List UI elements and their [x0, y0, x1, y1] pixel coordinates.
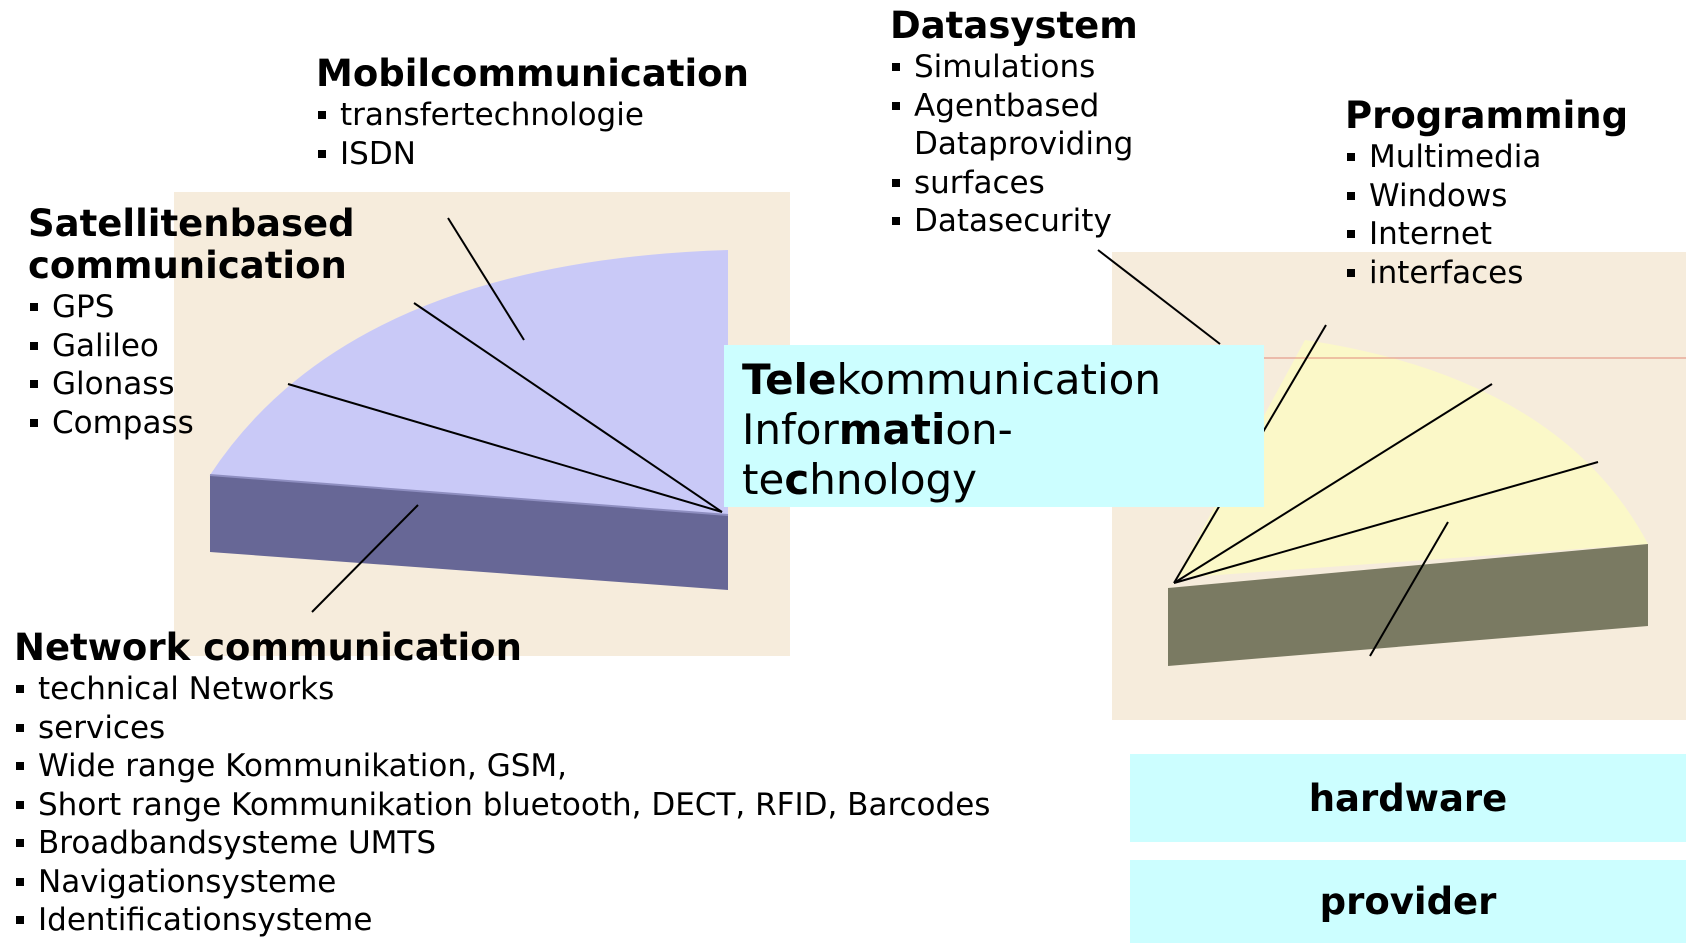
- list-item: GPS: [28, 288, 355, 327]
- right-wedge-side: [1168, 544, 1648, 666]
- list-item: Glonass: [28, 365, 355, 404]
- list-item: Multimedia: [1345, 138, 1628, 177]
- connector-hardware: [1369, 521, 1449, 657]
- hardware-box: hardware: [1130, 754, 1686, 842]
- list-item: surfaces: [890, 164, 1138, 203]
- list-item: transfertechnologie: [316, 96, 749, 135]
- satellite-section: Satellitenbased communication GPS Galile…: [28, 202, 355, 442]
- center-concept-box: Telekommunication Information- technolog…: [724, 345, 1264, 507]
- left-wedge-side: [210, 475, 728, 590]
- right-wedge-top: [1176, 340, 1648, 578]
- list-item: Windows: [1345, 177, 1628, 216]
- center-line-1: Telekommunication: [742, 355, 1161, 404]
- network-section: Network communication technical Networks…: [14, 626, 990, 940]
- list-item-continuation: Dataproviding: [914, 126, 1134, 162]
- connector-satellite-1: [413, 302, 723, 513]
- satellite-heading-line1: Satellitenbased: [28, 202, 355, 245]
- mobil-list: transfertechnologie ISDN: [316, 96, 749, 173]
- datasystem-heading: Datasystem: [890, 4, 1138, 47]
- mobil-heading: Mobilcommunication: [316, 52, 749, 95]
- provider-box: provider: [1130, 860, 1686, 943]
- list-item: ISDN: [316, 135, 749, 174]
- datasystem-section: Datasystem Simulations Agentbased Datapr…: [890, 4, 1138, 241]
- center-line-2: Information-: [742, 405, 1013, 454]
- list-item: interfaces: [1345, 254, 1628, 293]
- list-item: Datasecurity: [890, 202, 1138, 241]
- left-wedge-top: [210, 250, 728, 515]
- programming-heading: Programming: [1345, 94, 1629, 137]
- network-list: technical Networks services Wide range K…: [14, 670, 990, 940]
- connector-programming-2: [1173, 383, 1493, 584]
- list-item: Short range Kommunikation bluetooth, DEC…: [14, 786, 990, 825]
- list-item: Compass: [28, 404, 355, 443]
- list-item: Galileo: [28, 327, 355, 366]
- list-item: services: [14, 709, 990, 748]
- connector-mobil: [447, 217, 525, 341]
- mobil-section: Mobilcommunication transfertechnologie I…: [316, 52, 749, 173]
- satellite-list: GPS Galileo Glonass Compass: [28, 288, 355, 442]
- list-item: Internet: [1345, 215, 1628, 254]
- connector-programming-3: [1173, 461, 1599, 584]
- list-item: Agentbased: [890, 87, 1138, 126]
- list-item: Broadbandsysteme UMTS: [14, 824, 990, 863]
- connector-satellite-2: [287, 383, 723, 513]
- list-item: Simulations: [890, 48, 1138, 87]
- center-line-3: technology: [742, 455, 978, 504]
- connector-network: [311, 504, 419, 613]
- datasystem-list: Simulations Agentbased Dataproviding sur…: [890, 48, 1138, 241]
- programming-section: Programming Multimedia Windows Internet …: [1345, 94, 1628, 292]
- list-item: Wide range Kommunikation, GSM,: [14, 747, 990, 786]
- satellite-heading-line2: communication: [28, 244, 347, 287]
- list-item: Identificationsysteme: [14, 901, 990, 940]
- programming-list: Multimedia Windows Internet interfaces: [1345, 138, 1628, 292]
- list-item: Navigationsysteme: [14, 863, 990, 902]
- network-heading: Network communication: [14, 626, 522, 669]
- list-item: technical Networks: [14, 670, 990, 709]
- connector-datasystem: [1097, 249, 1221, 345]
